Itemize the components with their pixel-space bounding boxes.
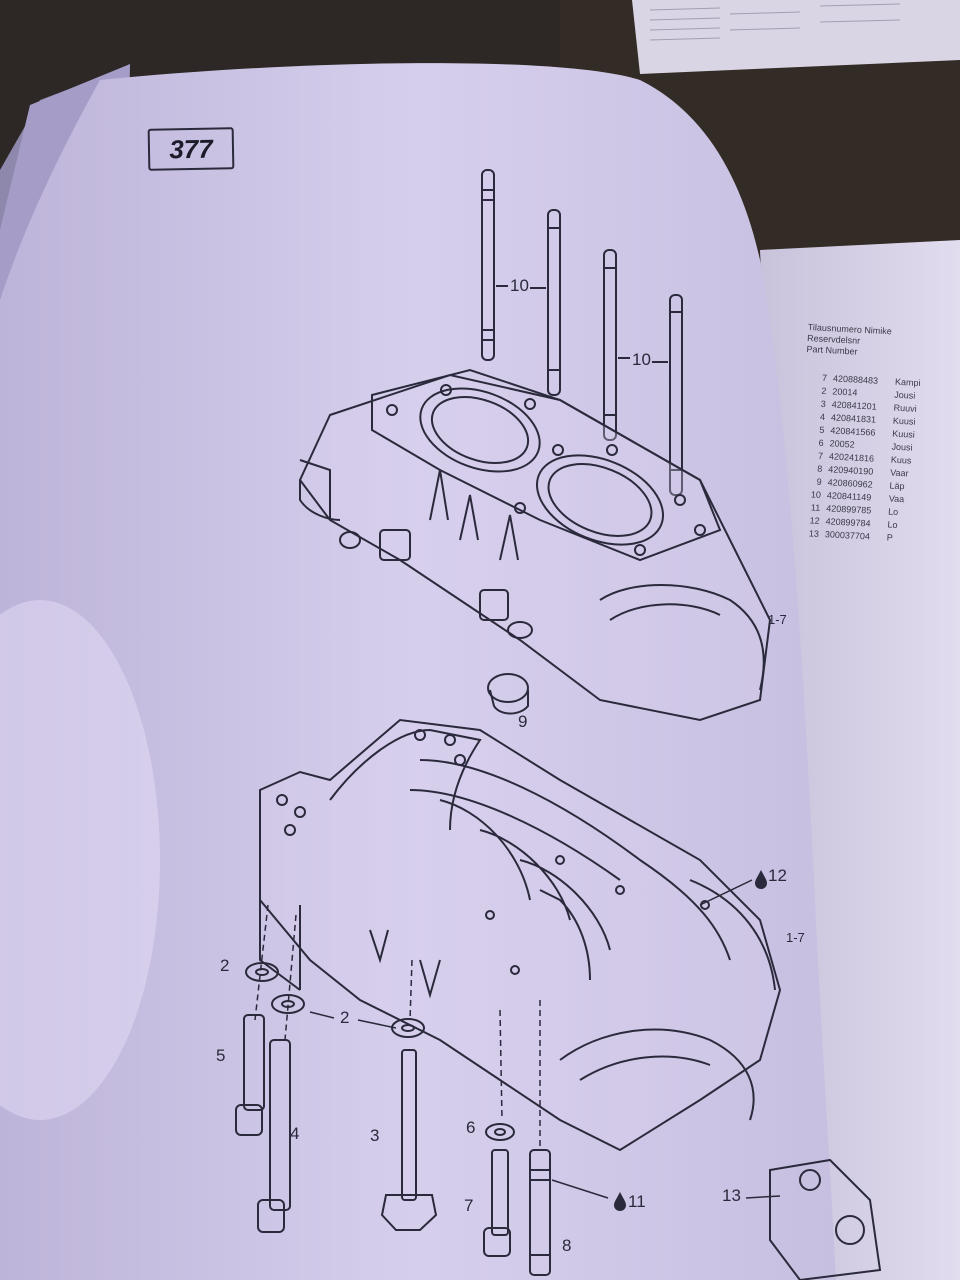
- parts-list-index: 10: [810, 489, 822, 500]
- callout-7: 7: [464, 1196, 474, 1215]
- parts-list-name: Läp: [889, 480, 905, 492]
- callout-1-7-b: 1-7: [786, 930, 805, 945]
- upper-crankcase-drawing: [298, 368, 772, 722]
- callout-5: 5: [216, 1046, 226, 1065]
- page-number: 377: [169, 133, 213, 164]
- parts-list-index: 7: [821, 372, 828, 384]
- parts-list-index: 12: [809, 515, 820, 526]
- parts-list-index: 4: [819, 411, 826, 423]
- callout-1-7-a: 1-7: [768, 612, 787, 627]
- light-reflection: [0, 600, 160, 1120]
- parts-list-index: 9: [816, 476, 822, 487]
- parts-list-name: P: [886, 532, 894, 543]
- parts-list-name: Lo: [887, 506, 899, 517]
- callout-10-b: 10: [632, 350, 651, 369]
- parts-list-index: 8: [817, 463, 823, 474]
- parts-list: Tilausnumero Nimike Reservdelsnr Part Nu…: [797, 322, 960, 548]
- parts-list-name: Kuus: [890, 454, 912, 466]
- parts-list-name: Kuusi: [892, 415, 916, 427]
- callout-10-a: 10: [510, 276, 529, 295]
- washers-drawing: [245, 962, 515, 1141]
- callout-13: 13: [722, 1186, 741, 1205]
- parts-list-index: 3: [820, 398, 826, 410]
- callout-3: 3: [370, 1126, 380, 1145]
- page-number-box: 377: [147, 127, 235, 171]
- parts-list-name: Kampi: [894, 376, 921, 388]
- catalog-page: [0, 63, 836, 1280]
- callout-2-b: 2: [340, 1008, 350, 1027]
- parts-list-name: Vaar: [889, 467, 909, 479]
- parts-list-name: Kuusi: [892, 428, 916, 440]
- parts-list-name: Ruuvi: [893, 402, 917, 414]
- oil-drop-icon: [614, 870, 767, 1211]
- callout-6: 6: [466, 1118, 476, 1137]
- parts-list-name: Jousi: [891, 441, 913, 453]
- callout-2-a: 2: [220, 956, 230, 975]
- bolts-drawing: [235, 1014, 551, 1276]
- studs-drawing: [481, 169, 683, 496]
- parts-list-index: 6: [818, 437, 824, 448]
- parts-list-name: Vaa: [888, 493, 905, 505]
- leader-lines: [309, 879, 781, 1199]
- callout-12: 12: [768, 866, 787, 885]
- parts-list-index: 5: [819, 424, 825, 435]
- part-13-drawing: [769, 1158, 882, 1280]
- callout-11: 11: [628, 1192, 646, 1211]
- plug-drawing: [487, 673, 529, 715]
- callout-9: 9: [518, 712, 528, 731]
- parts-list-index: 2: [821, 385, 827, 397]
- alignment-lines: [254, 904, 541, 1150]
- parts-list-index: 13: [808, 528, 820, 539]
- parts-list-index: 7: [817, 450, 824, 461]
- lower-crankcase-drawing: [259, 718, 782, 1152]
- parts-list-index: 11: [810, 502, 821, 513]
- parts-list-name: Jousi: [894, 389, 916, 401]
- top-sheet-print: [649, 3, 901, 41]
- parts-list-name: Lo: [887, 519, 898, 530]
- callout-8: 8: [562, 1236, 572, 1255]
- callout-4: 4: [290, 1124, 300, 1143]
